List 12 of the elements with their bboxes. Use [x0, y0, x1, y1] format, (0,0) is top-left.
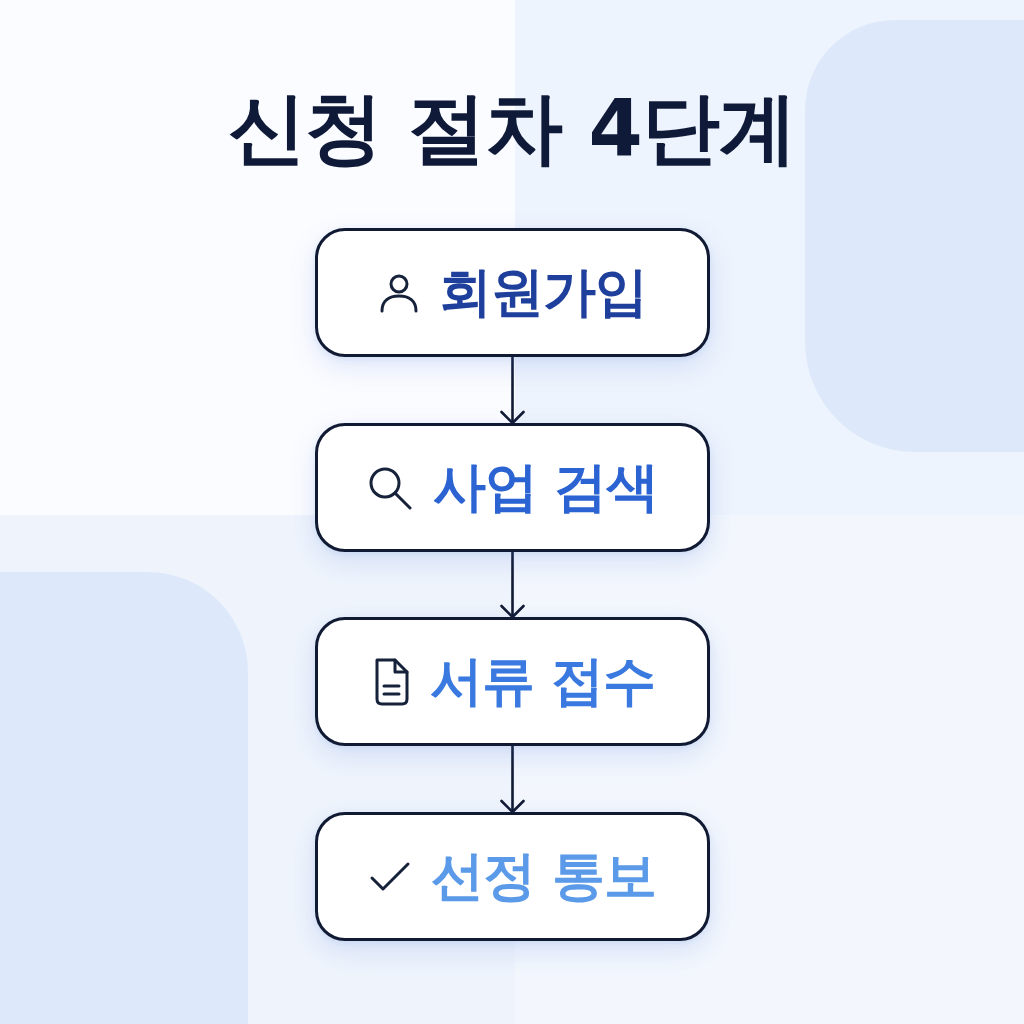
step-label: 사업 검색 [432, 458, 659, 517]
arrow [500, 746, 525, 814]
step-box [315, 812, 710, 941]
step-box [315, 228, 710, 357]
step-box [315, 617, 710, 746]
step-label: 회원가입 [438, 263, 647, 322]
step-box [315, 423, 710, 552]
title: 신청 절차 4단계 [228, 82, 796, 175]
step-label: 서류 접수 [429, 652, 656, 711]
step-label: 선정 통보 [430, 847, 657, 906]
arrow [500, 552, 525, 619]
arrow [500, 357, 525, 425]
